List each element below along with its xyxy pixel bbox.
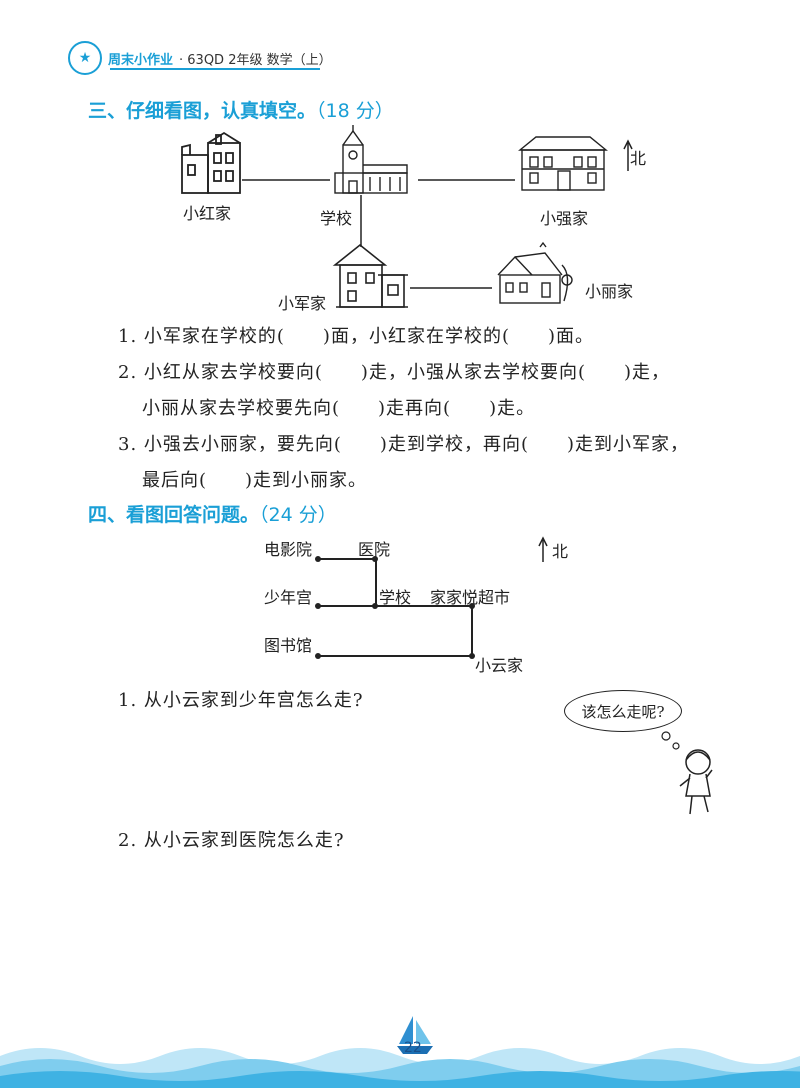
section4-question-1: 1. 从小云家到少年宫怎么走? <box>118 690 364 711</box>
section3-question-1: 1. 小军家在学校的( )面，小红家在学校的( )面。 <box>118 326 594 347</box>
map-label-supermarket: 家家悦超市 <box>430 588 511 607</box>
page-number: 22 <box>404 1040 422 1056</box>
label-xiaohong: 小红家 <box>183 204 232 223</box>
map-label-cinema: 电影院 <box>264 540 313 559</box>
path-hospital-school <box>375 558 377 606</box>
map-point-school <box>372 603 378 609</box>
thought-bubble: 该怎么走呢? <box>564 690 682 732</box>
map-label-library: 图书馆 <box>264 636 313 655</box>
header-series: 周末小作业 <box>108 52 174 68</box>
xiaoqiang-house-icon <box>518 136 608 191</box>
section3-north-label: 北 <box>630 149 647 168</box>
section3-question-2-cont: 小丽从家去学校要先向( )走再向( )走。 <box>142 398 536 419</box>
label-xiaojun: 小军家 <box>278 294 327 313</box>
label-school: 学校 <box>320 209 353 228</box>
xiaohong-house-icon <box>181 131 241 194</box>
map-label-xiaoyun: 小云家 <box>475 656 524 675</box>
label-xiaoli: 小丽家 <box>585 282 634 301</box>
north-arrow-icon <box>538 536 548 562</box>
sailboat-icon <box>397 1016 433 1054</box>
school-building-icon <box>334 125 408 194</box>
map-point-hospital <box>372 556 378 562</box>
section3-question-3-cont: 最后向( )走到小丽家。 <box>142 470 368 491</box>
map-label-school: 学校 <box>379 588 412 607</box>
path-library-xiaoyun <box>318 655 472 657</box>
section3-title: 三、仔细看图，认真填空。（18 分） <box>88 100 394 122</box>
map-label-youth-palace: 少年宫 <box>264 588 313 607</box>
section3-diagram <box>181 125 633 308</box>
path-supermarket-xiaoyun <box>471 605 473 657</box>
map-point-cinema <box>315 556 321 562</box>
section3-question-3: 3. 小强去小丽家，要先向( )走到学校，再向( )走到小军家， <box>118 434 689 455</box>
section4-title: 四、看图回答问题。（24 分） <box>88 504 337 526</box>
map-point-xiaoyun <box>469 653 475 659</box>
map-label-hospital: 医院 <box>358 540 391 559</box>
header-underline <box>110 68 320 70</box>
logo-icon: ★ <box>68 41 102 75</box>
header-detail: · 63QD 2年级 数学（上） <box>179 52 332 68</box>
map-point-youth-palace <box>315 603 321 609</box>
thinking-girl-icon <box>661 731 713 815</box>
xiaoli-house-icon <box>497 241 573 304</box>
section3-question-2: 2. 小红从家去学校要向( )走，小强从家去学校要向( )走， <box>118 362 670 383</box>
header: ★ 周末小作业 · 63QD 2年级 数学（上） <box>68 41 332 75</box>
section4-north-label: 北 <box>552 542 569 561</box>
map-point-supermarket <box>469 603 475 609</box>
section4-question-2: 2. 从小云家到医院怎么走? <box>118 830 345 851</box>
label-xiaoqiang: 小强家 <box>540 209 589 228</box>
footer-wave-decoration <box>0 1048 800 1088</box>
map-point-library <box>315 653 321 659</box>
path-cinema-hospital <box>318 558 376 560</box>
path-youth-supermarket <box>318 605 472 607</box>
xiaojun-house-icon <box>332 243 408 308</box>
